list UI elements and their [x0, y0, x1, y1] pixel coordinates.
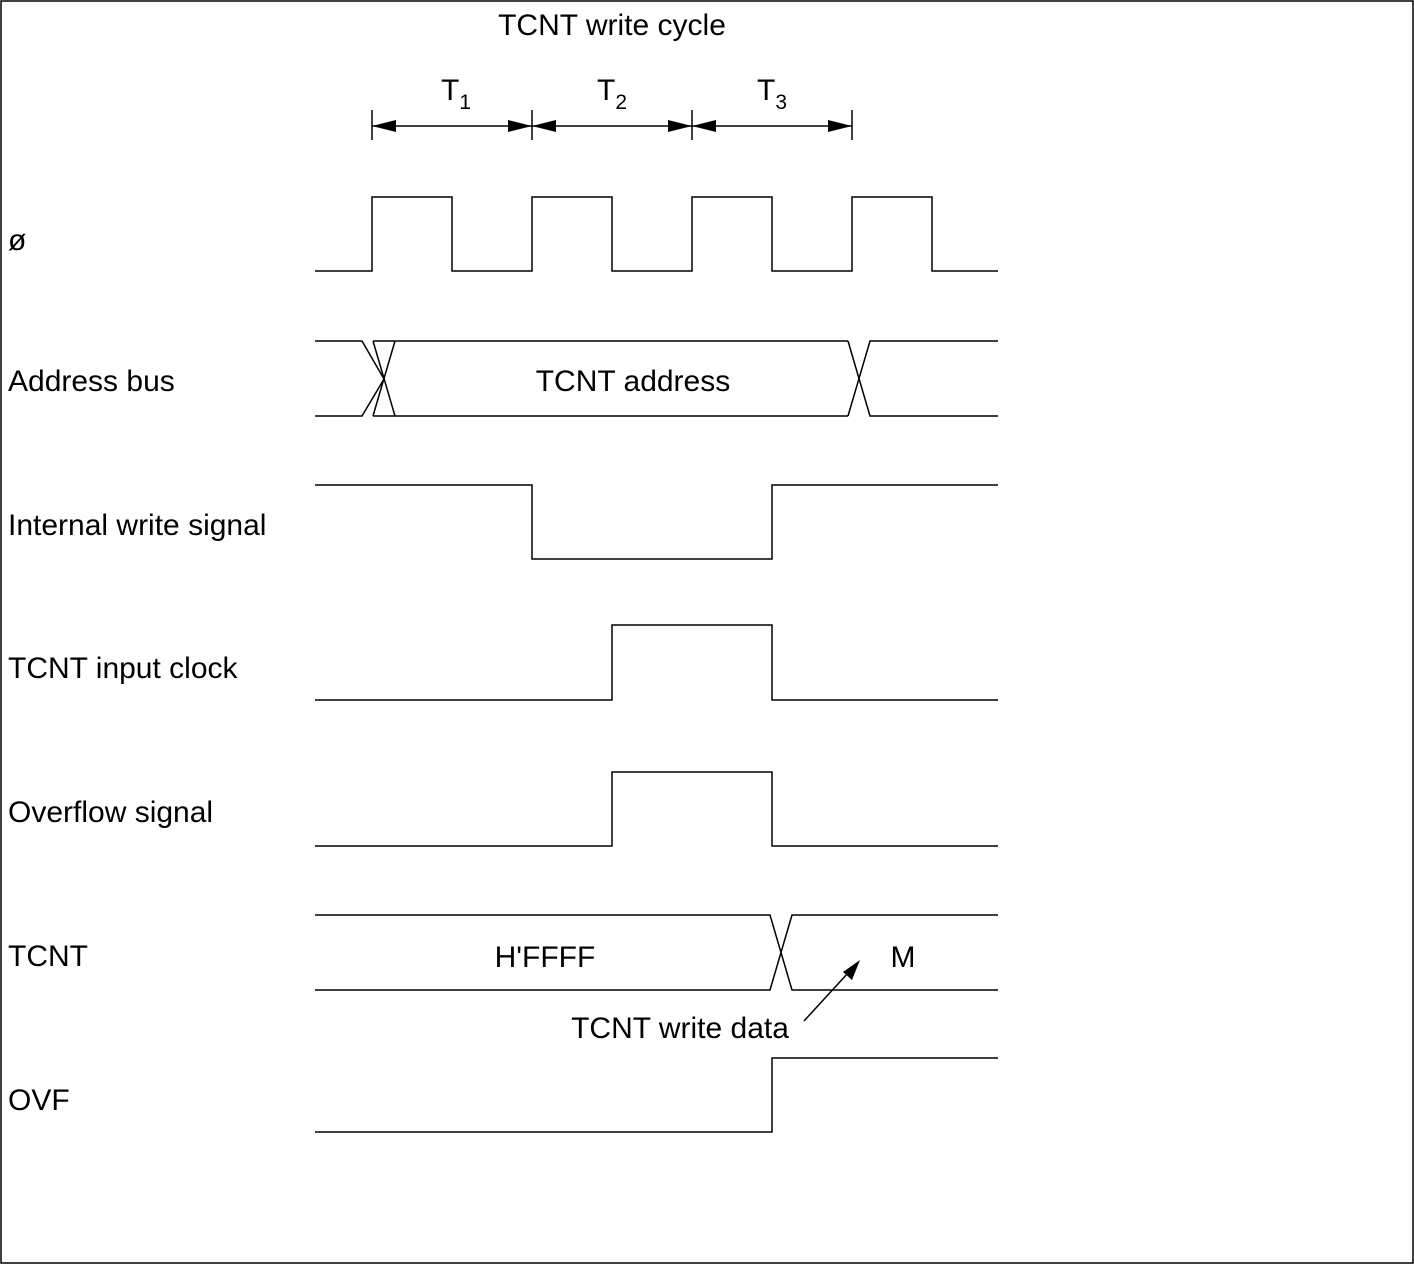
tcnt-value-before: H'FFFF: [495, 941, 596, 974]
ovf-waveform: [315, 1057, 998, 1133]
phi-waveform: [315, 196, 998, 272]
period-t2-label: T2: [597, 74, 627, 114]
tcnt-value-after: M: [891, 941, 916, 974]
overflow-signal-waveform: [315, 771, 998, 847]
arrow-right-icon: [828, 120, 852, 132]
arrow-right-icon: [508, 120, 532, 132]
write-data-annotation: TCNT write data: [571, 1012, 789, 1045]
period-t3-label: T3: [757, 74, 787, 114]
signal-label-address-bus: Address bus: [8, 365, 175, 398]
signal-label-phi: ø: [8, 224, 26, 257]
address-bus-waveform: [315, 340, 998, 417]
arrow-left-icon: [532, 120, 556, 132]
arrow-right-icon: [668, 120, 692, 132]
tcnt-input-clock-waveform: [315, 624, 998, 701]
signal-label-tcnt: TCNT: [8, 940, 88, 973]
signal-label-tcnt-input-clock: TCNT input clock: [8, 652, 239, 685]
arrow-left-icon: [372, 120, 396, 132]
signal-label-ovf: OVF: [8, 1084, 70, 1117]
arrow-left-icon: [692, 120, 716, 132]
tcnt-waveform: [315, 914, 998, 991]
signal-label-internal-write: Internal write signal: [8, 509, 266, 542]
signal-label-overflow: Overflow signal: [8, 796, 213, 829]
diagram-title: TCNT write cycle: [498, 9, 726, 42]
address-bus-value: TCNT address: [536, 365, 731, 398]
pointer-arrow-icon: [843, 960, 860, 980]
period-dimension: [371, 110, 853, 140]
internal-write-waveform: [315, 484, 998, 560]
write-data-pointer: [803, 960, 860, 1022]
period-t1-label: T1: [441, 74, 471, 114]
